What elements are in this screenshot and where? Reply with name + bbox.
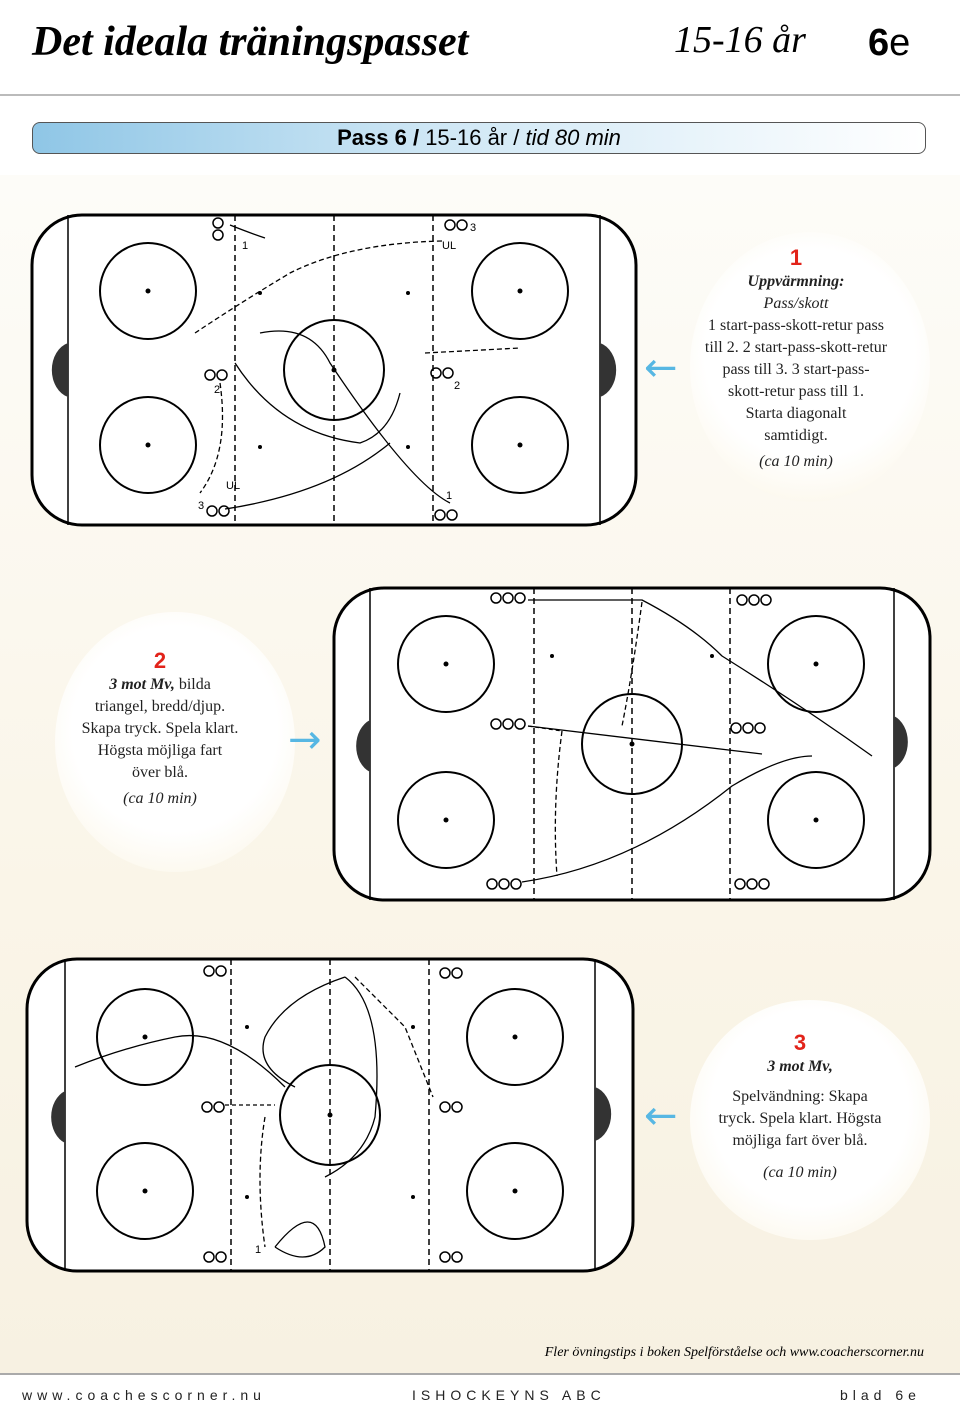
arrow-right-icon: → [288,717,322,763]
drill-1-duration: (ca 10 min) [759,453,833,470]
arrow-left-icon: ← [644,345,678,391]
page-code: 6e [868,22,910,65]
drill-2-line: Högsta möjliga fart [97,742,223,759]
drill-1-line: pass till 3. 3 start-pass- [722,361,870,378]
drill-3-bubble [690,1000,930,1240]
arrow-left-icon: ← [644,1093,678,1139]
rink1-label-ul-a: UL [442,240,456,252]
band-time: tid 80 min [525,125,621,150]
footer-website: www.coachescorner.nu [22,1387,266,1403]
drill-2-lead-bold: 3 mot Mv, [109,676,175,693]
session-band: Pass 6 / 15-16 år / tid 80 min [32,122,926,154]
drill-1-description: 1 Uppvärmning: Pass/skott 1 start-pass-s… [680,245,912,473]
rink1-label-1b: 1 [446,490,452,502]
drill-3-line: tryck. Spela klart. Högsta [718,1110,882,1127]
age-title: 15-16 år [674,19,806,61]
header: Det ideala träningspasset 15-16 år 6e [0,0,960,95]
rink-diagram-1: 1 UL 3 2 2 UL 3 1 [30,213,638,527]
rink1-label-3b: 3 [198,500,204,512]
drill-2-lead-rest: bilda [174,676,211,693]
drill-2-line: triangel, bredd/djup. [94,698,226,715]
drill-3-number: 3 [793,1030,807,1055]
footer-series: ISHOCKEYNS ABC [412,1387,606,1403]
drill-2-bubble [55,612,295,872]
drill-3-description: 3 3 mot Mv, Spelvändning: Skapa tryck. S… [690,1030,910,1184]
drill-1-bubble [690,232,930,502]
footer-tip: Fler övningstips i boken Spelförståelse … [544,1345,924,1360]
drill-1-heading: Uppvärmning: [747,273,845,290]
rink1-label-2b: 2 [454,380,460,392]
page-number: 6 [868,22,890,64]
page-letter: e [889,22,911,64]
drill-2-lead: 3 mot Mv, bilda [48,674,272,696]
drill-2-description: 2 3 mot Mv, bilda triangel, bredd/djup. … [48,648,272,810]
title-rule [0,94,960,96]
rink-1-svg: 1 UL 3 2 2 UL 3 1 [30,213,638,527]
drill-3-line: Spelvändning: Skapa [732,1088,868,1105]
drill-2-line: Skapa tryck. Spela klart. [81,720,239,737]
rink-diagram-3: 1 [25,957,635,1273]
drill-2-line: över blå. [132,764,188,781]
drill-1-subheading: Pass/skott [763,295,829,312]
drill-3-lead: 3 mot Mv, [767,1058,833,1075]
drill-1-line: till 2. 2 start-pass-skott-retur [704,339,888,356]
rink1-label-3a: 3 [470,222,476,234]
drill-3-line: möjliga fart över blå. [732,1132,868,1149]
page-title: Det ideala träningspasset [32,19,469,65]
rink1-label-2a: 2 [214,384,220,396]
band-pass: Pass 6 [337,125,407,150]
drill-3-duration: (ca 10 min) [763,1164,837,1181]
drill-1-line: samtidigt. [764,427,828,444]
footer-rule [0,1373,960,1375]
rink1-label-ul-b: UL [226,480,240,492]
band-age: 15-16 år [425,125,508,150]
rink-diagram-2 [332,586,932,902]
drill-1-line: 1 start-pass-skott-retur pass [708,317,884,334]
footer-sheet: blad 6e [840,1387,921,1403]
drill-1-number: 1 [789,245,803,270]
rink3-label-1: 1 [255,1244,261,1256]
band-sep-1: / [412,125,420,150]
band-sep-2: / [513,125,520,150]
drill-1-line: Starta diagonalt [745,405,847,422]
drill-2-duration: (ca 10 min) [123,790,197,807]
rink1-label-1: 1 [242,240,248,252]
rink-3-svg: 1 [25,957,635,1273]
drill-2-number: 2 [153,648,167,673]
rink-2-svg [332,586,932,902]
drill-1-line: skott-retur pass till 1. [728,383,864,400]
